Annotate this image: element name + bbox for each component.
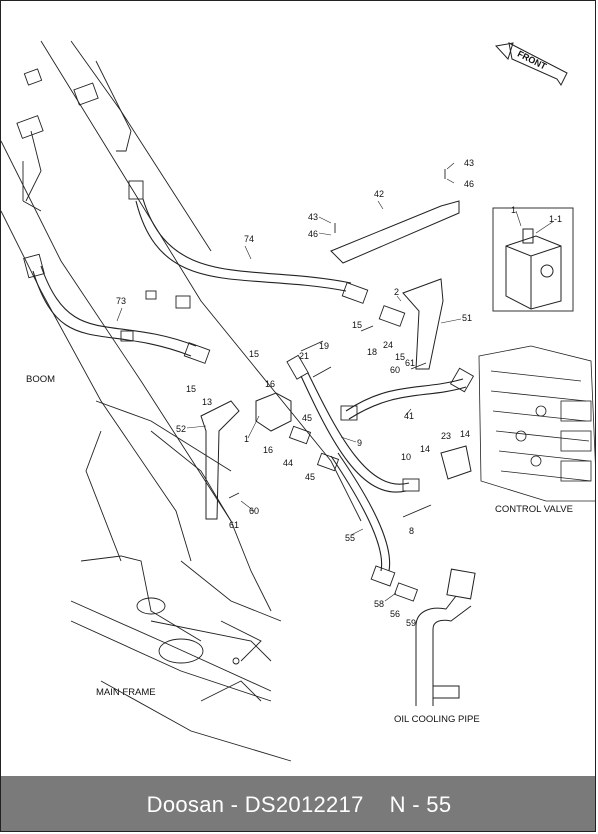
bolts [228,169,446,518]
callout: 10 [401,452,411,462]
callout: 2 [394,287,399,297]
callout: 16 [263,445,273,455]
inset-valve-box [492,207,574,312]
callout: 73 [116,296,126,306]
footer-brand: Doosan - DS2012217 [146,791,364,817]
oil-cooling-pipe [415,568,476,706]
control-valve [478,345,595,502]
callout: 23 [441,431,451,441]
footer-page-number: N - 55 [389,791,452,817]
callout: 15 [186,384,196,394]
callouts: 74 73 42 43 46 43 46 2 15 24 18 15 51 61… [116,158,562,628]
callout: 52 [176,424,186,434]
hose-fittings [23,180,475,602]
callout: 15 [249,349,259,359]
hose-55 [330,452,391,572]
callout: 14 [460,429,470,439]
hose-73 [32,265,197,357]
callout: 60 [249,506,259,516]
callout: 45 [305,472,315,482]
hose-9 [300,372,410,493]
callout: 46 [464,179,474,189]
callout: 46 [308,229,318,239]
callout: 8 [409,526,414,536]
callout: 74 [244,234,254,244]
callout: 13 [202,397,212,407]
page-footer: Doosan - DS2012217 N - 55 [1,776,595,831]
boom-label: BOOM [26,374,55,385]
callout: 51 [462,313,472,323]
callout: 43 [464,158,474,168]
callout: 24 [383,340,393,350]
callout: 61 [405,358,415,368]
callout: 14 [420,444,430,454]
callout: 61 [229,520,239,530]
hose-74 [135,198,352,292]
bracket-51 [402,278,444,370]
callout: 44 [283,458,293,468]
callout: 18 [367,347,377,357]
main-frame-label: MAIN FRAME [96,687,156,698]
control-valve-label: CONTROL VALVE [495,504,573,515]
callout: 43 [308,212,318,222]
callout: 56 [390,609,400,619]
callout: 19 [319,341,329,351]
callout: 1 [244,434,249,444]
callout: 45 [302,413,312,423]
callout: 1 [511,205,516,215]
callout: 15 [352,320,362,330]
block-23 [440,445,472,480]
callout: 42 [374,189,384,199]
bracket-52 [200,400,240,520]
callout: 16 [265,379,275,389]
bracket-42 [330,200,460,264]
main-frame-structure [70,555,292,762]
hydraulic-piping-diagram: BOOM MAIN FRAME CONTROL VALVE OIL COOLIN… [1,40,595,762]
front-arrow [495,42,568,86]
callout: 60 [390,365,400,375]
block-valve-1 [255,392,292,432]
callout: 59 [406,618,416,628]
oil-cooling-pipe-label: OIL COOLING PIPE [394,714,480,725]
callout: 41 [404,411,414,421]
boom-structure [1,40,362,622]
hose-41 [345,378,467,420]
callout: 21 [299,351,309,361]
callout: 15 [395,352,405,362]
callout: 1-1 [549,214,562,224]
callout: 9 [357,438,362,448]
callout: 55 [345,533,355,543]
leader-lines [116,162,555,602]
callout: 58 [374,599,384,609]
